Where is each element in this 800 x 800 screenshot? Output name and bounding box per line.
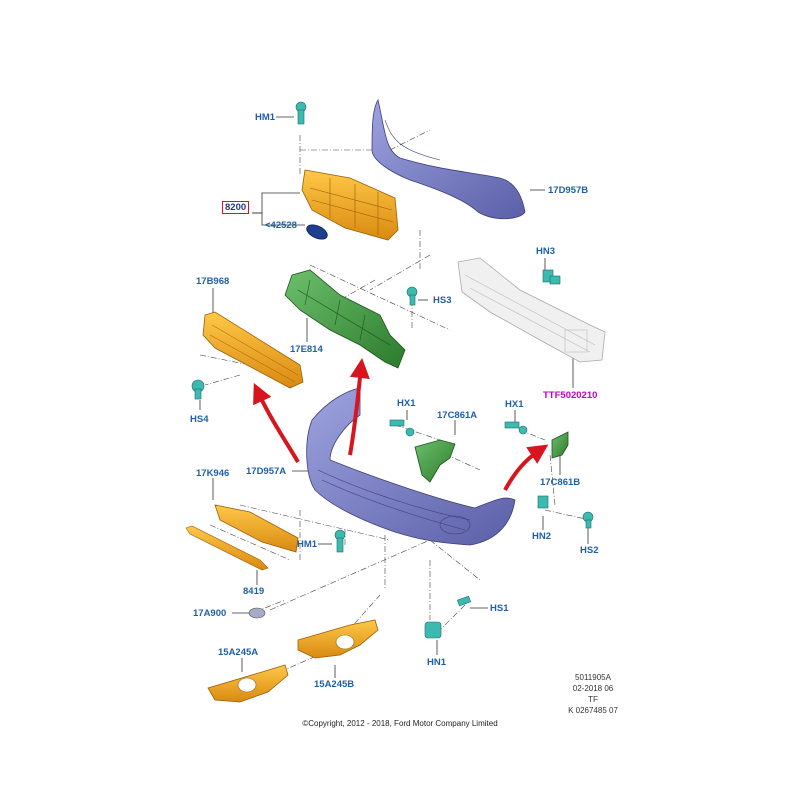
hn1-fastener: [424, 621, 442, 639]
bumper-beam-ttf5020210: [457, 257, 606, 363]
label-42528: <42528: [265, 220, 297, 231]
label-hx1-right: HX1: [505, 399, 524, 410]
hn3-fastener: [542, 269, 561, 285]
label-hs2: HS2: [580, 545, 599, 556]
label-hm1-bottom: HM1: [297, 539, 318, 550]
label-8419: 8419: [243, 586, 265, 597]
label-17d957b: 17D957B: [548, 185, 589, 196]
hm1-bottom-fastener: [334, 529, 346, 553]
grille-trim-17k946: [214, 504, 299, 553]
label-ttf5020210: TTF5020210: [543, 390, 598, 401]
label-15a245a: 15A245A: [218, 647, 259, 658]
bracket-17c861a: [414, 439, 456, 483]
label-17c861a: 17C861A: [437, 410, 478, 421]
doc-ref-line: TF: [588, 695, 598, 704]
label-17e814: 17E814: [290, 344, 323, 355]
label-hn3: HN3: [536, 246, 556, 257]
copyright-notice: ©Copyright, 2012 - 2018, Ford Motor Comp…: [302, 719, 498, 728]
hm1-top-fastener: [295, 101, 307, 125]
bezel-15a245a: [207, 664, 289, 703]
hs4-fastener: [191, 379, 205, 400]
label-17b968: 17B968: [196, 276, 230, 287]
hx1-left-fastener: [389, 419, 415, 437]
label-15a245b: 15A245B: [314, 679, 355, 690]
hs1-fastener: [456, 595, 472, 607]
doc-ref-line: K 0267485 07: [568, 706, 618, 715]
upper-cover-17d957b: [371, 98, 526, 220]
label-17c861b: 17C861B: [540, 477, 581, 488]
bracket-17e814: [284, 269, 406, 369]
label-hs1: HS1: [490, 603, 509, 614]
molding-8419: [185, 525, 269, 571]
label-17a900: 17A900: [193, 608, 227, 619]
hs2-fastener: [582, 511, 594, 529]
hx1-right-fastener: [504, 421, 528, 435]
front-bumper-17d957a: [306, 387, 516, 546]
label-17d957a: 17D957A: [246, 466, 287, 477]
document-reference: 5011905A 02-2018 06 TF K 0267485 07: [560, 672, 626, 716]
fasteners: [191, 101, 594, 639]
label-hn1: HN1: [427, 657, 447, 668]
cap-17a900: [248, 607, 266, 619]
label-hm1-top: HM1: [255, 112, 276, 123]
doc-ref-line: 5011905A: [575, 673, 611, 682]
bezel-15a245b: [297, 619, 379, 659]
hs3-fastener: [406, 286, 418, 306]
emblem-42528: [306, 224, 328, 240]
lower-grille-17b968: [202, 311, 304, 389]
label-hn2: HN2: [532, 531, 552, 542]
label-hx1-left: HX1: [397, 398, 416, 409]
label-hs3: HS3: [433, 295, 452, 306]
doc-ref-line: 02-2018 06: [572, 684, 614, 693]
red-arrows: [253, 358, 549, 491]
label-8200-highlighted: 8200: [222, 201, 250, 214]
hn2-fastener: [537, 495, 549, 509]
bracket-17c861b: [551, 431, 569, 459]
upper-grille-8200: [301, 169, 399, 241]
label-17k946: 17K946: [196, 468, 230, 479]
label-hs4: HS4: [190, 414, 209, 425]
